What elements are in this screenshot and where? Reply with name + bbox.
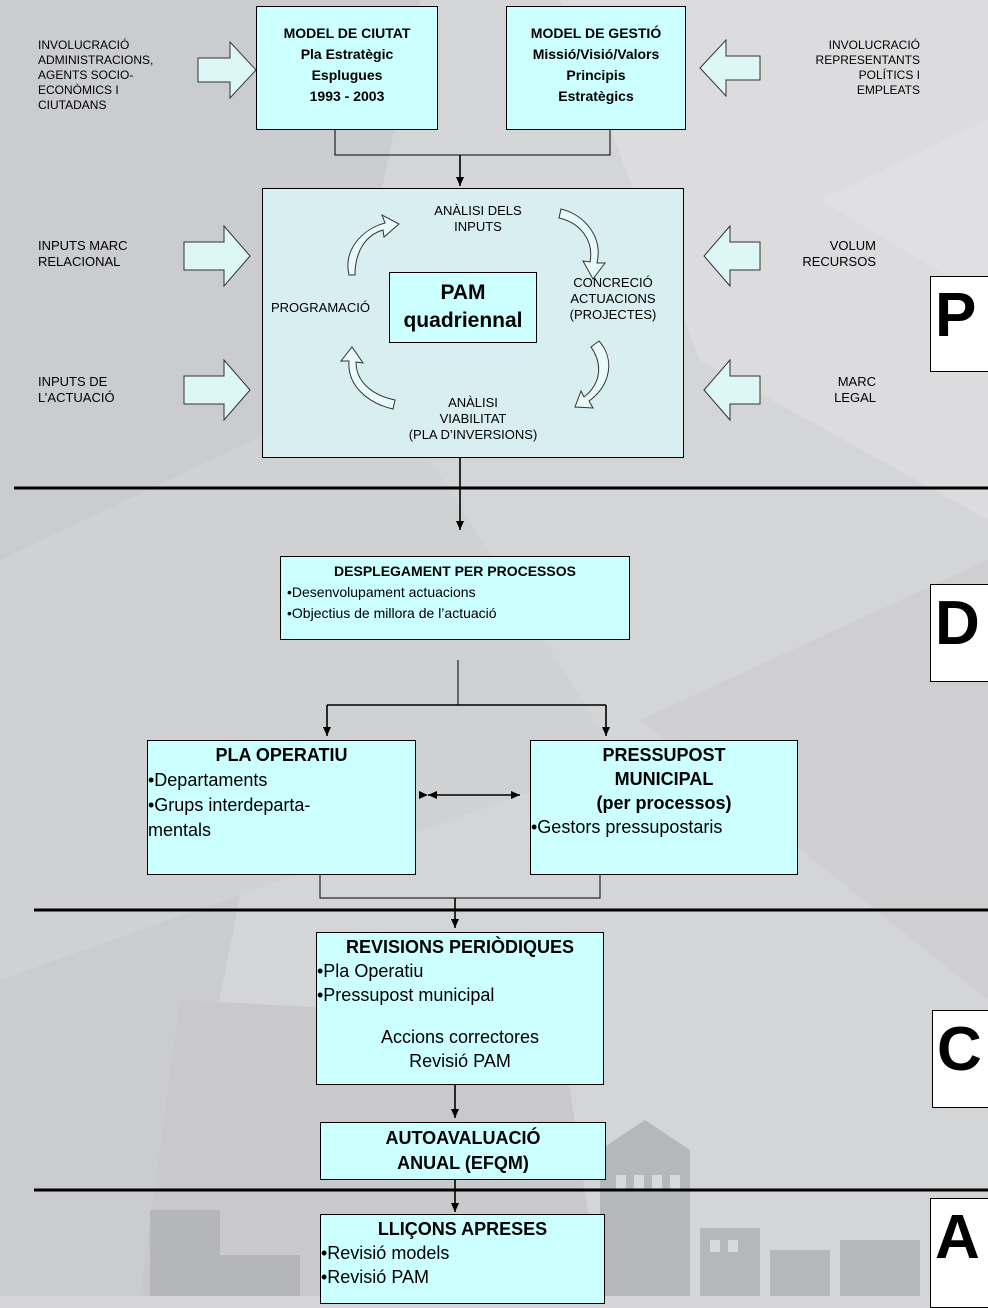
volum-recursos-label: VOLUM RECURSOS (802, 238, 876, 269)
model-gestio-line-4: Estratègics (558, 88, 634, 104)
curved-arrow-bottom-right-icon (574, 340, 610, 409)
marc-legal-label: MARC LEGAL (834, 374, 876, 405)
model-ciutat-line-2: Pla Estratègic (300, 46, 394, 62)
pam-quadriennal-box: PAM quadriennal (389, 272, 537, 343)
analisi-inputs-label: ANÀLISI DELS INPUTS (434, 203, 522, 234)
pla-operatiu-item-3: mentals (148, 820, 212, 840)
phase-p-letter: P (935, 281, 977, 350)
autoavaluacio-line-1: AUTOAVALUACIÓ (385, 1128, 541, 1148)
desplegament-item-1: •Desenvolupament actuacions (287, 584, 476, 600)
involucracio-administracions-label: INVOLUCRACIÓ ADMINISTRACIONS, AGENTS SOC… (38, 38, 154, 112)
desplegament-title: DESPLEGAMENT PER PROCESSOS (334, 563, 576, 579)
inputs-actuacio-label: INPUTS DE L’ACTUACIÓ (38, 374, 115, 405)
analisi-viabilitat-label: ANÀLISI VIABILITAT (PLA D’INVERSIONS) (408, 395, 538, 442)
model-gestio-box: MODEL DE GESTIÓ Missió/Visió/Valors Prin… (506, 6, 686, 130)
pressupost-title-1: PRESSUPOST (602, 745, 726, 765)
phase-p-badge: P (930, 276, 988, 372)
pressupost-item-1: •Gestors pressupostaris (531, 817, 723, 837)
pla-operatiu-item-2: •Grups interdeparta- (148, 795, 311, 815)
revisions-item-2: •Pressupost municipal (317, 985, 495, 1005)
llicons-item-1: •Revisió models (321, 1243, 450, 1263)
programacio-label: PROGRAMACIÓ (271, 300, 370, 315)
pla-operatiu-item-1: •Departaments (148, 770, 268, 790)
revisions-box: REVISIONS PERIÒDIQUES •Pla Operatiu •Pre… (316, 932, 604, 1085)
model-ciutat-box: MODEL DE CIUTAT Pla Estratègic Esplugues… (256, 6, 438, 130)
pam-panel: ANÀLISI DELS INPUTS CONCRECIÓ ACTUACIONS… (262, 188, 684, 458)
pla-operatiu-title: PLA OPERATIU (215, 745, 348, 765)
pressupost-box: PRESSUPOST MUNICIPAL (per processos) •Ge… (530, 740, 798, 875)
accions-correctores: Accions correctores (380, 1027, 540, 1047)
autoavaluacio-box: AUTOAVALUACIÓ ANUAL (EFQM) (320, 1122, 606, 1180)
desplegament-box: DESPLEGAMENT PER PROCESSOS •Desenvolupam… (280, 556, 630, 640)
llicons-item-2: •Revisió PAM (321, 1267, 429, 1287)
desplegament-item-2: •Objectius de millora de l’actuació (287, 605, 497, 621)
curved-arrow-bottom-left-icon (339, 346, 396, 410)
model-gestio-line-1: MODEL DE GESTIÓ (530, 25, 662, 41)
llicons-title: LLIÇONS APRESES (377, 1219, 548, 1239)
model-ciutat-line-1: MODEL DE CIUTAT (283, 25, 411, 41)
llicons-box: LLIÇONS APRESES •Revisió models •Revisió… (320, 1214, 605, 1304)
phase-d-badge: D (930, 584, 988, 682)
model-gestio-line-3: Principis (566, 67, 626, 83)
pressupost-title-3: (per processos) (596, 793, 732, 813)
curved-arrow-top-right-icon (558, 208, 606, 280)
curved-arrow-top-left-icon (347, 213, 400, 276)
phase-a-badge: A (930, 1198, 988, 1308)
model-ciutat-line-3: Esplugues (311, 67, 383, 83)
revisio-pam: Revisió PAM (409, 1051, 511, 1071)
phase-c-letter: C (937, 1015, 982, 1084)
pla-operatiu-box: PLA OPERATIU •Departaments •Grups interd… (147, 740, 416, 875)
phase-a-letter: A (935, 1203, 980, 1272)
revisions-title: REVISIONS PERIÒDIQUES (345, 937, 575, 957)
pam-cycle-arrows (339, 208, 610, 410)
autoavaluacio-line-2: ANUAL (EFQM) (397, 1153, 529, 1173)
involucracio-representants-label: INVOLUCRACIÓ REPRESENTANTS POLÍTICS I EM… (815, 38, 920, 97)
pressupost-title-2: MUNICIPAL (614, 769, 714, 789)
model-gestio-line-2: Missió/Visió/Valors (532, 46, 660, 62)
phase-c-badge: C (932, 1010, 988, 1108)
revisions-item-1: •Pla Operatiu (317, 961, 424, 981)
phase-d-letter: D (935, 589, 980, 658)
model-ciutat-line-4: 1993 - 2003 (309, 88, 385, 104)
pam-title: PAM (440, 281, 486, 304)
pam-subtitle: quadriennal (403, 309, 523, 332)
inputs-marc-relacional-label: INPUTS MARC RELACIONAL (38, 238, 128, 269)
concrecio-actuacions-label: CONCRECIÓ ACTUACIONS (PROJECTES) (569, 275, 657, 322)
